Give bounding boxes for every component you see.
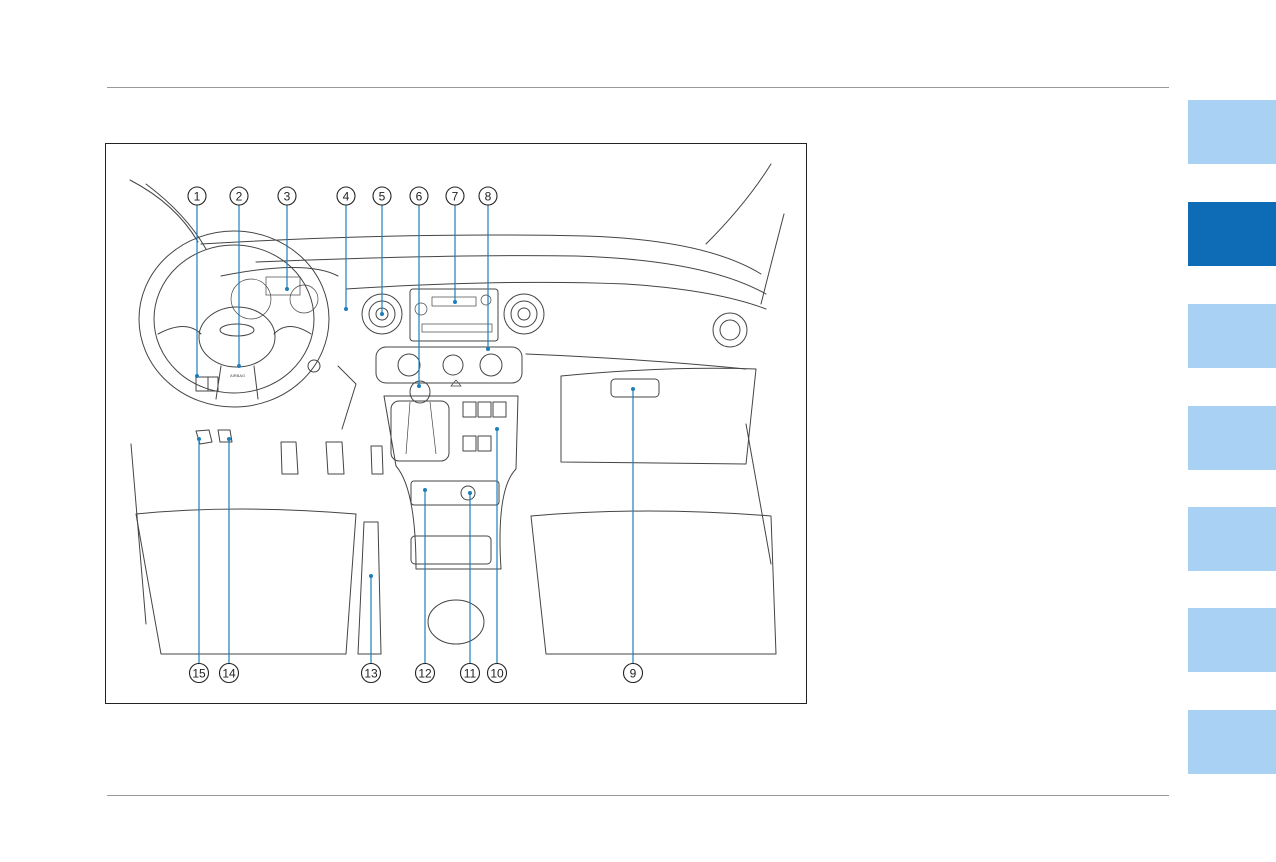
svg-text:6: 6: [416, 190, 423, 204]
audio-unit: [409, 288, 499, 342]
power-socket: [460, 485, 476, 501]
svg-text:12: 12: [418, 667, 432, 681]
glove-box-handle: [610, 378, 660, 398]
cup-holder: [427, 599, 485, 645]
callout-4: 4: [336, 186, 356, 206]
steering-wheel-rim: [138, 230, 330, 408]
passenger-vent: [712, 312, 748, 348]
brand-emblem: [219, 323, 255, 337]
chapter-tab-7[interactable]: [1188, 710, 1276, 774]
callout-8: 8: [478, 186, 498, 206]
window-switch-4: [462, 435, 477, 452]
callout-3: 3: [277, 186, 297, 206]
cluster-display: [265, 276, 301, 296]
right-a-pillar: [705, 163, 772, 245]
tachometer: [289, 284, 319, 314]
svg-text:11: 11: [464, 667, 477, 681]
chapter-tab-1[interactable]: [1188, 100, 1276, 164]
callout-14: 14: [218, 662, 240, 684]
svg-text:1: 1: [194, 190, 201, 204]
brake-pedal: [325, 441, 345, 475]
cigarette-lighter-panel: [410, 480, 500, 506]
driver-seat: [135, 508, 357, 655]
interior-overview-figure: AIRBAG: [105, 143, 807, 704]
header-rule: [107, 87, 1169, 88]
callout-1: 1: [187, 186, 207, 206]
footer-rule: [107, 795, 1169, 796]
hood-release: [195, 429, 213, 445]
window-switch-2: [477, 401, 492, 418]
chapter-tab-5[interactable]: [1188, 507, 1276, 571]
chapter-tabs: [1188, 0, 1276, 862]
gear-boot: [390, 400, 450, 462]
chapter-tab-6[interactable]: [1188, 608, 1276, 672]
temp-knob: [397, 353, 421, 377]
callout-11: 11: [459, 662, 481, 684]
ignition-switch: [307, 359, 321, 373]
right-center-vent: [503, 293, 545, 335]
callout-7: 7: [445, 186, 465, 206]
accelerator-pedal: [370, 445, 384, 475]
svg-text:8: 8: [485, 190, 492, 204]
handbrake-lever: [357, 521, 382, 655]
callout-12: 12: [414, 662, 436, 684]
dashboard-top: [200, 234, 762, 275]
svg-text:3: 3: [284, 190, 291, 204]
cd-slot: [421, 323, 493, 333]
window-switch-5: [477, 435, 492, 452]
mode-knob: [479, 353, 503, 377]
volume-knob: [414, 302, 428, 316]
leader-lines: [195, 205, 635, 664]
airbag-label: AIRBAG: [230, 373, 245, 378]
passenger-seat: [530, 510, 777, 655]
callout-2: 2: [229, 186, 249, 206]
fuel-door-release: [217, 429, 233, 443]
interior-illustration: AIRBAG: [129, 163, 785, 684]
svg-text:14: 14: [222, 667, 236, 681]
speedometer: [230, 278, 272, 320]
callout-6: 6: [409, 186, 429, 206]
svg-text:4: 4: [343, 190, 350, 204]
storage-tray: [410, 535, 492, 565]
callout-13: 13: [360, 662, 382, 684]
callout-5: 5: [372, 186, 392, 206]
fan-knob: [442, 354, 464, 376]
svg-text:15: 15: [192, 667, 206, 681]
chapter-tab-2[interactable]: [1188, 202, 1276, 266]
clutch-pedal: [280, 441, 299, 475]
glove-box: [560, 367, 757, 465]
steering-hub: [198, 306, 276, 368]
left-a-pillar: [129, 179, 199, 243]
svg-text:10: 10: [490, 667, 504, 681]
radio-display: [431, 296, 477, 307]
window-switch-1: [462, 401, 477, 418]
chapter-tab-4[interactable]: [1188, 406, 1276, 470]
svg-text:5: 5: [379, 190, 386, 204]
callout-15: 15: [188, 662, 210, 684]
callout-10: 10: [486, 662, 508, 684]
center-console: [383, 395, 519, 570]
svg-text:2: 2: [236, 190, 243, 204]
svg-text:7: 7: [452, 190, 459, 204]
window-switch-3: [492, 401, 507, 418]
chapter-tab-3[interactable]: [1188, 304, 1276, 368]
svg-text:13: 13: [364, 667, 378, 681]
svg-text:9: 9: [630, 667, 637, 681]
callout-9: 9: [622, 662, 644, 684]
gear-knob: [409, 380, 431, 404]
climate-panel: [375, 346, 523, 384]
hazard-button: [450, 379, 462, 387]
instrument-cluster-hood: [220, 267, 339, 277]
